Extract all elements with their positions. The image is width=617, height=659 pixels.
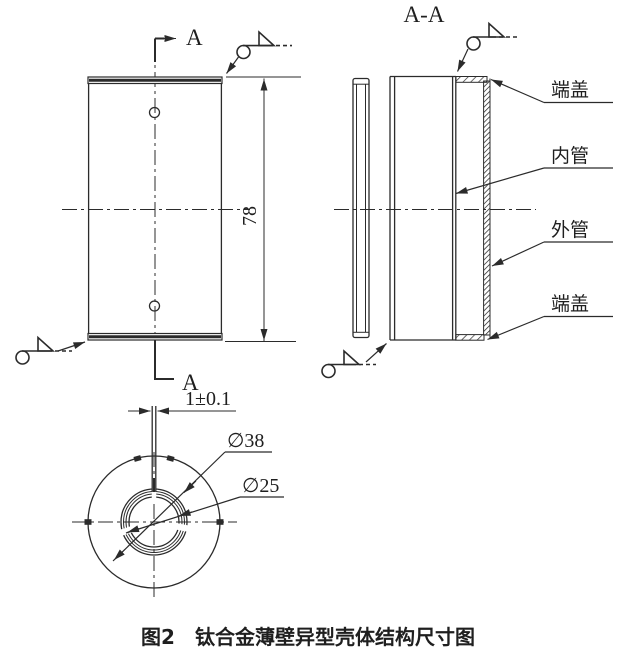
label-text: 端盖 [551, 79, 589, 101]
slot-lines [151, 406, 157, 492]
leader-arrow [57, 341, 86, 352]
surface-finish-flag-icon [343, 349, 362, 366]
leader-arrow [455, 167, 545, 195]
figure-caption: 图2 钛合金薄壁异型壳体结构尺寸图 [141, 625, 475, 649]
leader-arrow [490, 78, 545, 104]
end-cap-top-section [455, 76, 488, 83]
inner-tube-body [389, 75, 457, 341]
leader-arrow [226, 56, 239, 74]
ring-gap-right [174, 523, 190, 533]
outer-diameter-dimension: ∅38 [112, 430, 272, 562]
section-view: A-A 端盖 内管 [321, 2, 613, 379]
inner-dia-text: ∅25 [242, 475, 279, 497]
leader-arrow [487, 315, 545, 341]
label-inner-tube: 内管 [455, 145, 613, 195]
section-label-top: A [186, 25, 203, 50]
surface-finish-circle-icon [15, 350, 30, 365]
section-label-bottom: A [182, 370, 199, 395]
section-marker-top: A [154, 25, 203, 62]
surface-finish-symbol-bottom-left [15, 335, 86, 365]
surface-finish-circle-icon [236, 44, 251, 60]
lower-hole [148, 300, 161, 312]
slot-dim-text: 1±0.1 [185, 388, 231, 410]
inner-diameter-dimension: ∅25 [125, 475, 284, 534]
label-outer-tube: 外管 [491, 219, 613, 267]
outer-tube-wall-section [483, 80, 491, 336]
outer-tube-left-edge [352, 77, 370, 339]
upper-hole [148, 106, 161, 119]
label-text: 外管 [551, 219, 589, 241]
height-dim-text: 78 [239, 206, 261, 226]
surface-finish-symbol-top [226, 30, 292, 74]
leader-arrow [456, 48, 469, 72]
surface-finish-flag-icon [258, 30, 277, 47]
ring-gap-top [151, 484, 157, 504]
label-text: 内管 [551, 145, 589, 167]
slot-dimension: 1±0.1 [128, 388, 236, 415]
surface-finish-circle-icon [466, 36, 481, 51]
front-view: A A 78 [15, 25, 301, 395]
end-cap-bottom-section [455, 334, 485, 341]
label-end-cap-bottom: 端盖 [487, 293, 613, 341]
surface-finish-flag-icon [488, 21, 507, 38]
surface-finish-circle-icon [321, 363, 336, 379]
outer-dia-text: ∅38 [227, 430, 264, 452]
section-marker-bottom: A [154, 340, 199, 395]
surface-finish-flag-icon [37, 335, 56, 352]
surface-finish-symbol-top-right [456, 21, 519, 72]
diameter-leader [112, 451, 226, 562]
label-end-cap-top: 端盖 [490, 78, 613, 104]
surface-finish-symbol-bottom [321, 343, 387, 379]
circle-tick-marks [84, 455, 224, 525]
section-view-title: A-A [404, 2, 445, 27]
leader-arrow [491, 241, 545, 267]
height-dimension: 78 [225, 76, 301, 342]
bottom-view: 1±0.1 ∅38 ∅25 [72, 388, 284, 601]
leader-arrow [365, 343, 387, 363]
label-text: 端盖 [551, 293, 589, 315]
